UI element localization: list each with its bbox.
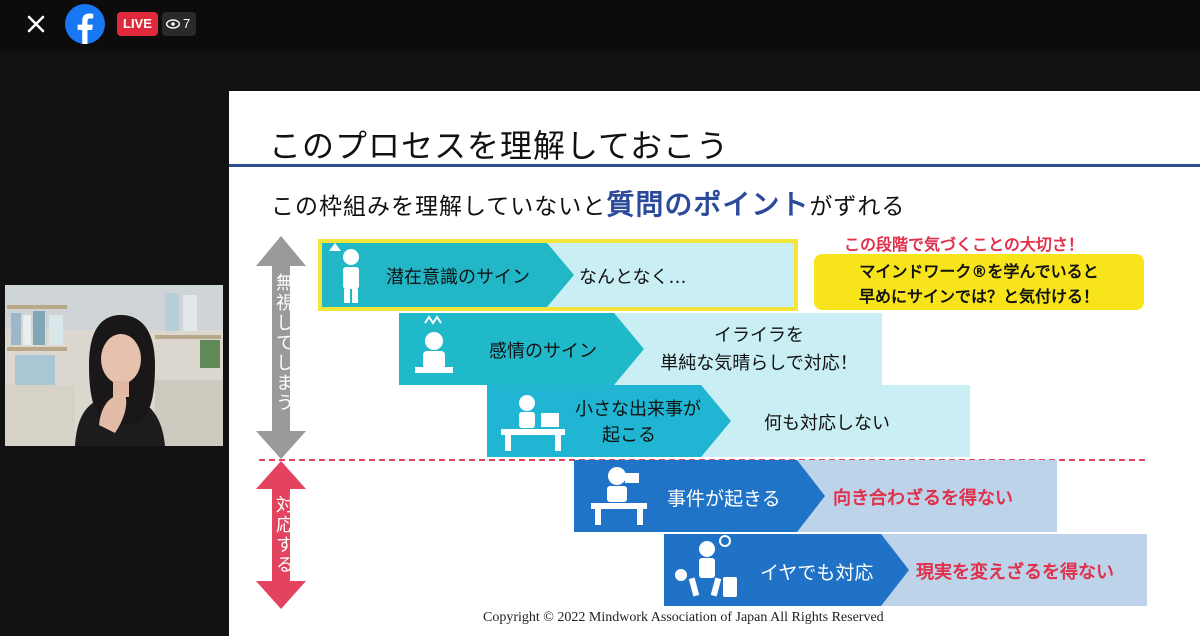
step-5-label: イヤでも対応	[760, 562, 874, 584]
presenter-camera-view[interactable]	[5, 285, 223, 446]
step-2-desc-line-2: 単純な気晴らしで対応！	[660, 353, 858, 374]
close-icon[interactable]	[22, 10, 50, 38]
step-3-shape	[487, 385, 970, 457]
stressed-person-icon	[415, 315, 453, 373]
running-person-icon	[675, 535, 737, 597]
subtitle-highlight: 質問のポイント	[606, 188, 810, 221]
note-line-1: マインドワーク®を学んでいると	[859, 262, 1099, 281]
step-1-shape	[318, 239, 798, 311]
live-badge: LIVE	[117, 12, 158, 36]
step-3-label-line-2: 起こる	[602, 425, 656, 446]
step-2-label: 感情のサイン	[489, 341, 597, 362]
title-divider	[229, 164, 1200, 167]
slide-title: このプロセスを理解しておこう	[269, 127, 730, 165]
subtitle-post: がずれる	[809, 194, 906, 220]
ignore-axis-label: 無視してしまう	[273, 273, 294, 413]
eye-icon	[166, 19, 180, 29]
respond-axis-arrow	[256, 461, 306, 609]
step-3-label-line-1: 小さな出来事が	[575, 399, 701, 420]
note-line-2: 早めにサインでは？と気付ける！	[858, 287, 1099, 306]
copyright-text: Copyright © 2022 Mindwork Association of…	[483, 610, 884, 625]
facebook-logo-icon[interactable]	[64, 3, 106, 45]
note-heading: この段階で気づくことの大切さ！	[844, 235, 1084, 254]
viewer-count: 7	[183, 16, 191, 31]
note-box: マインドワーク®を学んでいると 早めにサインでは？と気付ける！	[814, 254, 1144, 310]
step-4-label: 事件が起きる	[667, 488, 781, 510]
subtitle-pre: この枠組みを理解していないと	[271, 194, 607, 220]
step-1-label: 潜在意識のサイン	[386, 267, 530, 288]
viewer-count-badge: 7	[162, 12, 197, 36]
ignore-axis-arrow	[256, 236, 306, 459]
desk-crisis-icon	[591, 467, 647, 525]
live-topbar: LIVE 7	[0, 0, 1200, 52]
step-1-desc: なんとなく…	[579, 267, 687, 288]
step-5-desc: 現実を変えざるを得ない	[916, 562, 1114, 583]
standing-person-icon	[329, 243, 359, 303]
respond-axis-label: 対応する	[273, 495, 294, 575]
step-2-desc-line-1: イライラを	[714, 325, 804, 346]
slide-subtitle: この枠組みを理解していないと質問のポイントがずれる	[271, 183, 905, 223]
step-2-shape	[399, 313, 882, 385]
process-diagram	[256, 236, 1147, 609]
step-4-desc: 向き合わざるを得ない	[833, 488, 1013, 509]
step-3-desc: 何も対応しない	[764, 413, 890, 434]
presentation-slide: このプロセスを理解しておこう この枠組みを理解していないと質問のポイントがずれる	[229, 91, 1200, 636]
desk-worker-icon	[501, 395, 565, 451]
